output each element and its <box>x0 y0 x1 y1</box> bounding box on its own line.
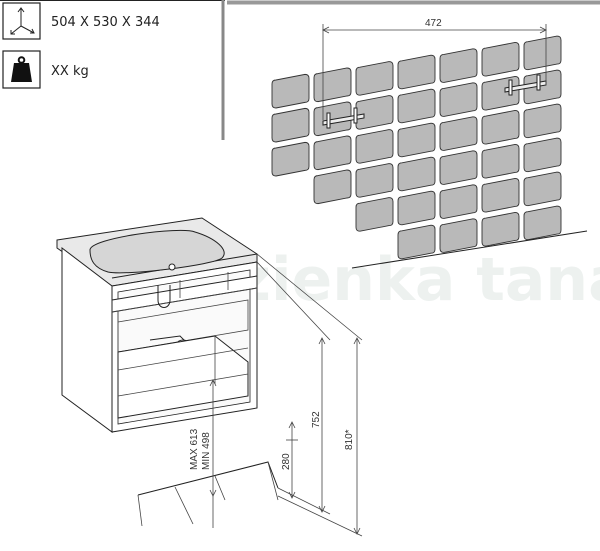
wall-tile <box>481 144 520 179</box>
wall-tile <box>313 135 352 171</box>
cabinet-height-dimension: 752 <box>256 261 331 515</box>
wall-tile <box>397 54 436 90</box>
mount-spacing-dimension: 472 <box>322 18 547 120</box>
wall-base-line <box>351 230 588 269</box>
axes-3d-icon <box>2 2 41 40</box>
weight-label: XX kg <box>51 64 89 79</box>
wall-tile <box>313 169 352 205</box>
wall-tile <box>397 122 436 158</box>
wall-tile <box>355 95 394 130</box>
svg-text:MIN 498: MIN 498 <box>201 432 212 470</box>
wall-tile <box>355 61 394 96</box>
basin <box>89 229 225 274</box>
wall-tile <box>439 150 478 185</box>
siphon-dimension: MAX 613 MIN 498 <box>189 379 217 528</box>
svg-text:810*: 810* <box>344 429 355 450</box>
wall-tile <box>271 107 310 143</box>
total-height-dimension: 810* <box>256 253 363 537</box>
dimensions-label: 504 X 530 X 344 <box>51 15 160 30</box>
wall-tile <box>523 137 562 173</box>
wall-tile <box>439 218 478 253</box>
svg-text:MAX 613: MAX 613 <box>189 428 200 470</box>
wall-tile <box>481 110 520 145</box>
wall-tile <box>439 116 478 151</box>
wall-tile <box>523 35 562 71</box>
wall-tile <box>523 69 562 105</box>
svg-text:280: 280 <box>281 453 292 470</box>
wall-tile <box>313 67 352 103</box>
wall-tile <box>481 42 520 77</box>
wall-tiles <box>271 35 562 260</box>
wall-tile <box>481 178 520 213</box>
wall-tile <box>523 103 562 139</box>
spec-panel: 504 X 530 X 344 XX kg <box>0 0 600 140</box>
wall-tile <box>271 141 310 177</box>
wall-tile <box>397 156 436 192</box>
wall-tile <box>523 205 562 241</box>
wall-tile <box>439 184 478 219</box>
wall-tile <box>355 197 394 232</box>
wall-bracket-left <box>322 107 365 129</box>
wall-tile <box>397 88 436 124</box>
vanity-cabinet <box>56 217 258 433</box>
drain-dimension: 280 <box>281 421 298 499</box>
svg-text:752: 752 <box>311 411 322 428</box>
wall-tile <box>481 76 520 111</box>
wall-tile <box>355 129 394 164</box>
wall-tile <box>271 73 310 109</box>
svg-text:472: 472 <box>425 18 442 29</box>
wall-tile <box>397 190 436 226</box>
weight-icon <box>2 50 41 89</box>
floor <box>137 461 279 527</box>
wall-tile <box>397 224 436 260</box>
wall-tile <box>481 212 520 247</box>
wall-tile <box>355 163 394 198</box>
wall-tile <box>439 82 478 117</box>
wall-tile <box>523 171 562 207</box>
wall-tile <box>439 48 478 83</box>
